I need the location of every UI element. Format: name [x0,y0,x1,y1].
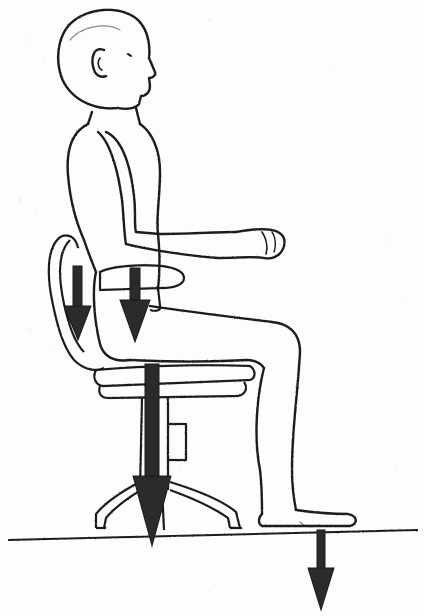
belly [158,234,160,290]
ear [92,49,106,77]
armrest [100,265,184,290]
floor-line [8,530,418,540]
head [58,10,155,109]
forearm [126,229,285,258]
thigh [150,306,300,352]
neck [88,112,92,124]
seat-load-arrow [120,268,150,342]
lower-back-load-arrow [64,266,91,340]
person [58,10,356,527]
foot [259,510,356,526]
shin [292,352,300,510]
stool-column-load-arrow [133,364,171,546]
eye [128,54,131,56]
floor-reaction-arrow [308,530,334,610]
chest [140,124,160,234]
seat [94,365,254,386]
back [68,124,96,272]
